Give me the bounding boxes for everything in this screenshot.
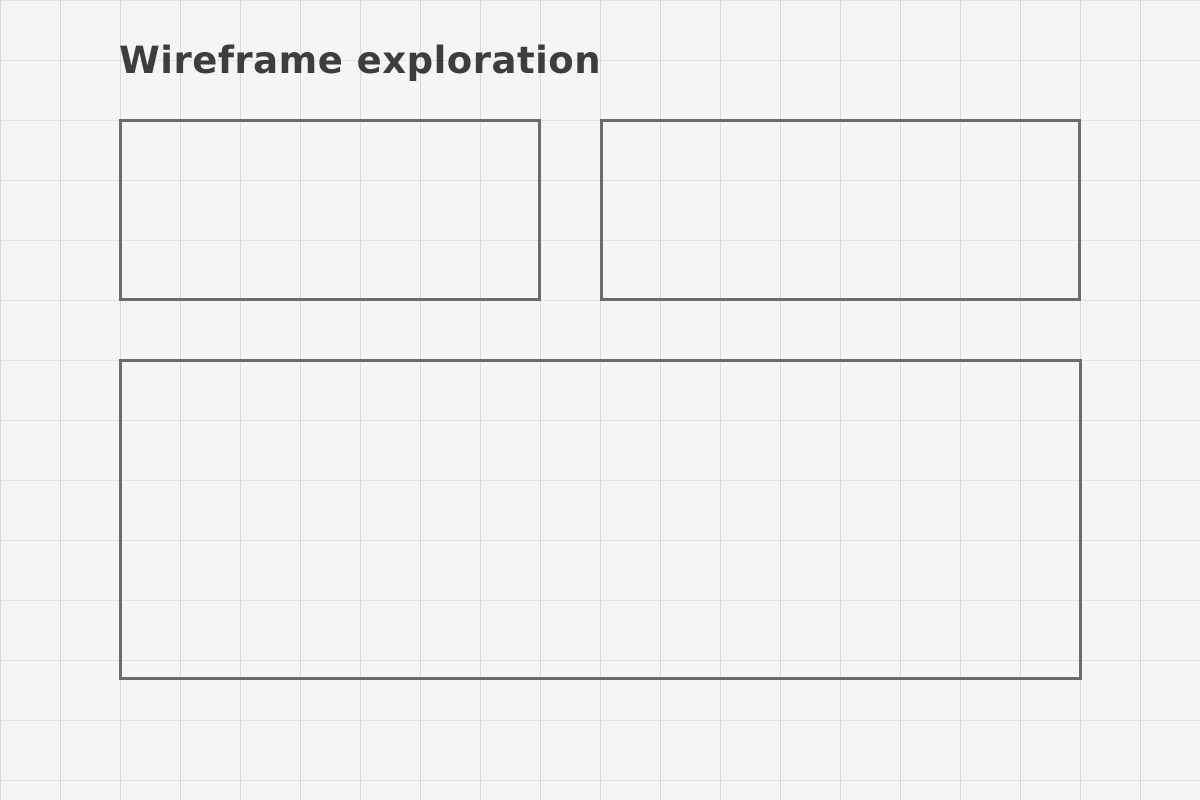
wireframe-box-bottom[interactable] xyxy=(119,359,1082,680)
canvas-title[interactable]: Wireframe exploration xyxy=(119,39,602,82)
wireframe-box-top-left[interactable] xyxy=(119,119,541,301)
wireframe-box-top-right[interactable] xyxy=(600,119,1081,301)
